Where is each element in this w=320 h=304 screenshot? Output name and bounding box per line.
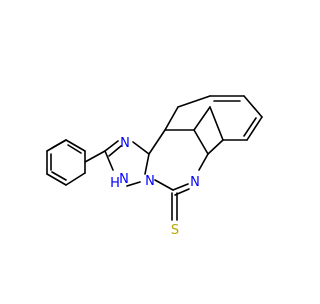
nitrogen-label: N <box>119 172 129 187</box>
bond <box>193 129 209 155</box>
bond <box>209 106 224 141</box>
bond <box>104 140 119 152</box>
atom-labels: N N N H N S <box>110 136 200 238</box>
bond <box>246 116 263 141</box>
bond <box>207 139 224 155</box>
bond <box>65 139 86 152</box>
bond <box>51 171 67 181</box>
bond <box>108 145 122 157</box>
hydrogen-label: H <box>110 176 120 191</box>
bond <box>154 179 174 191</box>
bond <box>144 153 150 175</box>
bond <box>46 139 67 152</box>
bond <box>65 172 86 186</box>
bond <box>132 141 150 155</box>
bond <box>243 95 263 118</box>
bond <box>172 183 189 191</box>
bond <box>177 95 211 108</box>
bond <box>104 150 114 171</box>
molecule-canvas: N N N H N S <box>46 95 263 238</box>
bond <box>46 173 67 186</box>
bond <box>243 117 257 137</box>
bond <box>67 144 82 154</box>
nitrogen-label: N <box>120 136 130 151</box>
sulfur-label: S <box>171 223 179 238</box>
bond <box>84 150 106 163</box>
bond <box>126 181 141 187</box>
bond <box>193 106 211 131</box>
molecule-structure: N N N H N S <box>46 95 263 238</box>
bond <box>198 153 209 171</box>
nitrogen-label: N <box>145 174 155 189</box>
nitrogen-label: N <box>190 175 200 190</box>
bond <box>148 129 166 155</box>
bonds <box>46 95 263 221</box>
bond <box>164 106 179 131</box>
